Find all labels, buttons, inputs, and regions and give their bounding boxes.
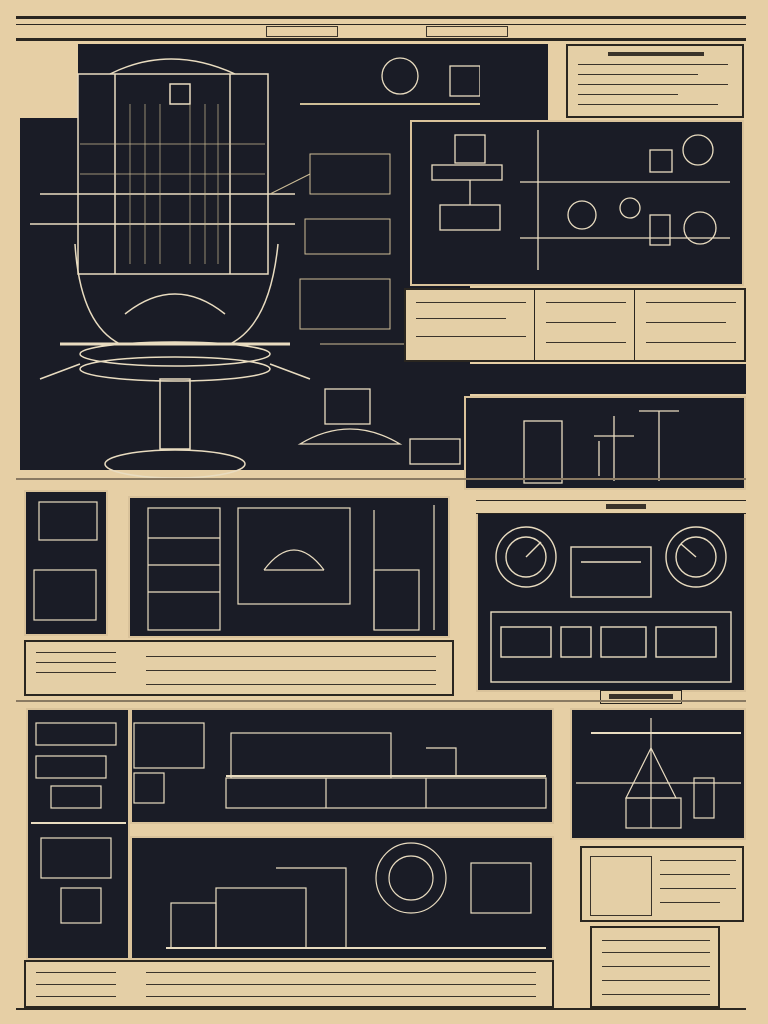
base-rule-6 xyxy=(146,996,536,997)
gauges-header-strip xyxy=(476,500,746,514)
drawer-rule-4 xyxy=(546,302,626,303)
card-rule-3 xyxy=(578,84,728,85)
drawer-rule-2 xyxy=(416,318,506,319)
drawer-cabinet xyxy=(404,288,746,362)
drawer-rule-5 xyxy=(546,322,616,323)
top-border-inner xyxy=(16,24,746,25)
br-drawer-rule-3 xyxy=(602,966,710,967)
drawer-rule-1 xyxy=(416,302,526,303)
drawer-rule-8 xyxy=(646,322,726,323)
chart-card-rule-4 xyxy=(660,902,720,903)
plate-rule-3 xyxy=(36,672,116,673)
instrument-shelf-graphic xyxy=(431,130,730,270)
bottom-base-plate xyxy=(24,960,554,1008)
br-drawer-rule-2 xyxy=(602,952,710,953)
plate-rule-1 xyxy=(36,652,116,653)
br-drawer-rule-4 xyxy=(602,980,710,981)
drawer-divider-2 xyxy=(634,290,635,360)
plate-rule-5 xyxy=(146,670,436,671)
bottom-right-drawer xyxy=(590,926,720,1008)
top-border xyxy=(16,16,746,19)
middle-machine-panel xyxy=(128,496,450,638)
card-title-line xyxy=(608,52,704,56)
base-rule-4 xyxy=(146,972,536,973)
mid-dark-band xyxy=(470,364,746,394)
drawer-rule-7 xyxy=(646,302,736,303)
chart-card-rule-1 xyxy=(660,860,736,861)
gauges-graphic xyxy=(490,526,732,683)
header-box-2 xyxy=(426,26,508,37)
base-rule-3 xyxy=(36,996,116,997)
tools-panel xyxy=(464,396,746,490)
drawer-rule-3 xyxy=(416,336,526,337)
bottom-right-chart-card xyxy=(580,846,744,922)
bottom-main-lab-panel xyxy=(130,836,554,960)
chart-card-rule-3 xyxy=(660,888,736,889)
plate-rule-6 xyxy=(146,684,436,685)
middle-lower-plate xyxy=(24,640,454,696)
top-border-2 xyxy=(16,38,746,41)
card-rule-1 xyxy=(578,64,728,65)
drawer-rule-9 xyxy=(646,342,736,343)
card-rule-4 xyxy=(578,94,678,95)
plate-rule-4 xyxy=(146,656,436,657)
plate-rule-2 xyxy=(36,662,116,663)
bottom-section-rule xyxy=(16,700,746,702)
middle-left-console xyxy=(24,490,108,636)
top-left-dark-panel xyxy=(20,118,470,470)
br-drawer-rule-1 xyxy=(602,940,710,941)
top-mid-dark-panel xyxy=(78,44,548,124)
top-right-label-card xyxy=(566,44,744,118)
top-right-instrument-panel xyxy=(410,120,744,286)
chart-card-plot xyxy=(590,856,652,916)
base-rule-1 xyxy=(36,972,116,973)
drawer-rule-6 xyxy=(546,342,626,343)
bottom-lab-graphic xyxy=(31,718,741,949)
drawer-divider-1 xyxy=(534,290,535,360)
mid-band-top xyxy=(16,478,746,480)
chart-card-rule-2 xyxy=(660,874,730,875)
bottom-top-lab-panel xyxy=(130,708,554,824)
base-rule-5 xyxy=(146,984,536,985)
bottom-right-rotor-panel xyxy=(570,708,746,840)
gauges-panel xyxy=(476,512,746,692)
br-drawer-rule-5 xyxy=(602,994,710,995)
header-strip xyxy=(16,24,746,38)
middle-machinery-graphic xyxy=(33,501,435,631)
base-rule-2 xyxy=(36,984,116,985)
card-rule-2 xyxy=(578,74,698,75)
bottom-border xyxy=(16,1008,746,1010)
tools-graphic xyxy=(523,410,679,484)
gauges-header-mark xyxy=(606,504,646,509)
card-rule-5 xyxy=(578,104,718,105)
bottom-left-rack xyxy=(26,708,130,960)
header-box-1 xyxy=(266,26,338,37)
gauges-footer-mark xyxy=(609,694,673,699)
